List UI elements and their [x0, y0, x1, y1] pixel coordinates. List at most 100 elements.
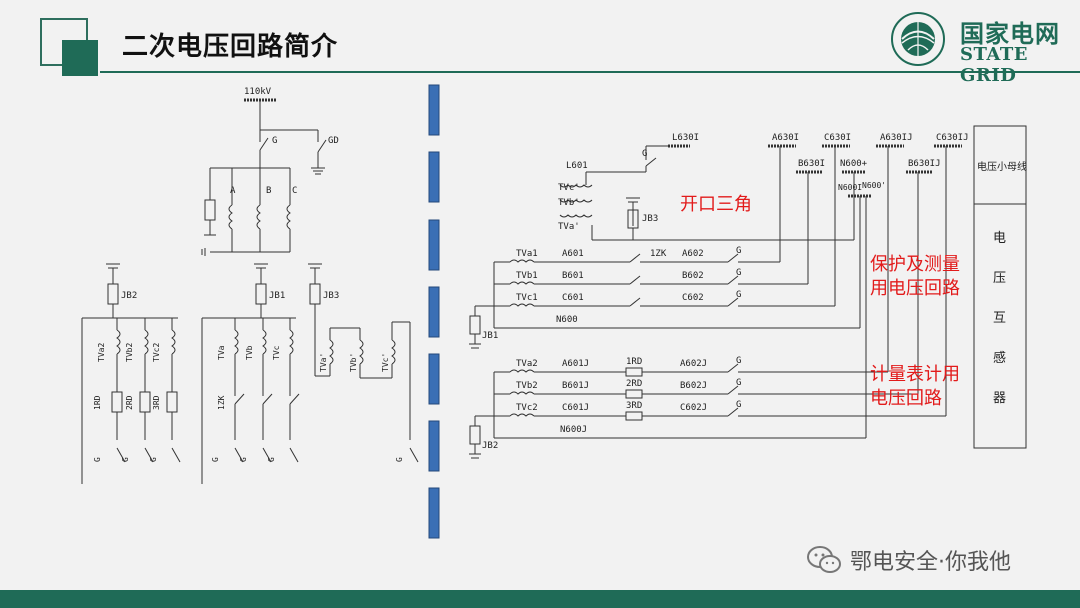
label-switch-g: G [272, 136, 277, 146]
label-c601: C601 [562, 293, 584, 303]
label-tvb-prime-left: TVb' [349, 353, 358, 372]
pt-char-4: 感 [993, 350, 1006, 366]
label-g-r1: G [736, 246, 741, 256]
label-g-6: G [267, 457, 276, 462]
wechat-icon [807, 546, 841, 573]
label-1zk-right: 1ZK [650, 249, 667, 259]
label-c602j: C602J [680, 403, 707, 413]
label-g-r4: G [736, 356, 741, 366]
title-divider [100, 71, 1080, 73]
label-tvc2-right: TVc2 [516, 403, 538, 413]
label-tva1: TVa1 [516, 249, 538, 259]
pt-char-1: 电 [993, 231, 1006, 246]
footer-bar [0, 590, 1080, 608]
label-1zk-left: 1ZK [217, 395, 226, 410]
label-g-r6: G [736, 400, 741, 410]
logo-text-en: STATE GRID [960, 44, 1029, 86]
label-a602: A602 [682, 249, 704, 259]
label-2rd-left: 2RD [125, 395, 134, 410]
label-c630ij: C630IJ [936, 133, 969, 143]
annotation-protection-line1: 保护及测量 [870, 254, 960, 275]
label-tvb-left: TVb [245, 345, 254, 360]
divider-blocks [428, 84, 440, 539]
label-g-1: G [93, 457, 102, 462]
label-tvb2-left: TVb2 [125, 343, 134, 362]
label-a602j: A602J [680, 359, 707, 369]
page-title: 二次电压回路简介 [122, 32, 339, 62]
label-g-7: G [395, 457, 404, 462]
label-n600-plus: N600+ [840, 159, 868, 169]
label-jb3-right: JB3 [642, 214, 658, 224]
label-g-3: G [149, 457, 158, 462]
label-tvc2-left: TVc2 [152, 343, 161, 362]
corner-decoration-fill [62, 40, 98, 76]
label-b602: B602 [682, 271, 704, 281]
label-3rd-right: 3RD [626, 401, 642, 411]
label-jb1-right: JB1 [482, 331, 498, 341]
label-b601j: B601J [562, 381, 589, 391]
label-tva-prime: TVa' [558, 222, 580, 232]
label-g-5: G [239, 457, 248, 462]
state-grid-emblem-icon [891, 12, 945, 66]
label-tvc1: TVc1 [516, 293, 538, 303]
label-g-4: G [211, 457, 220, 462]
label-tva-prime-left: TVa' [319, 353, 328, 372]
label-tvc-prime: TVc' [558, 183, 580, 193]
annotation-metering-line1: 计量表计用 [870, 364, 960, 385]
label-1rd-right: 1RD [626, 357, 642, 367]
watermark-text: 鄂电安全·你我他 [850, 550, 1011, 575]
label-tva2-right: TVa2 [516, 359, 538, 369]
label-110kv: 110kV [244, 87, 272, 97]
label-tvb-prime: TVb' [558, 198, 580, 208]
label-jb3-left: JB3 [323, 291, 339, 301]
label-g-right-top: G [642, 149, 647, 159]
label-tvb1: TVb1 [516, 271, 538, 281]
label-a601j: A601J [562, 359, 589, 369]
label-phase-a: A [230, 186, 236, 196]
label-n600j: N600J [560, 425, 587, 435]
state-grid-logo: 国家电网 STATE GRID [888, 10, 1068, 86]
annotation-open-delta: 开口三角 [680, 194, 752, 215]
label-b602j: B602J [680, 381, 707, 391]
label-tva2-left: TVa2 [97, 343, 106, 362]
label-tvc-prime-left: TVc' [381, 353, 390, 372]
pt-char-3: 互 [993, 311, 1006, 326]
label-phase-b: B [266, 186, 271, 196]
logo-text-cn: 国家电网 [960, 20, 1060, 48]
label-3rd-left: 3RD [152, 395, 161, 410]
label-1rd-left: 1RD [93, 395, 102, 410]
label-a630ij: A630IJ [880, 133, 913, 143]
pt-char-2: 压 [993, 271, 1006, 286]
label-g-r5: G [736, 378, 741, 388]
label-l630i: L630I [672, 133, 699, 143]
label-jb1-left: JB1 [269, 291, 285, 301]
label-tva-left: TVa [217, 345, 226, 360]
label-c602: C602 [682, 293, 704, 303]
label-b601: B601 [562, 271, 584, 281]
wechat-watermark: 鄂电安全·你我他 [806, 542, 1011, 578]
label-a601: A601 [562, 249, 584, 259]
label-l601: L601 [566, 161, 588, 171]
label-b630i: B630I [798, 159, 825, 169]
label-g-r2: G [736, 268, 741, 278]
label-2rd-right: 2RD [626, 379, 642, 389]
label-n600-prime: N600' [862, 181, 886, 190]
label-b630ij: B630IJ [908, 159, 941, 169]
label-switch-gd: GD [328, 136, 339, 146]
label-a630i: A630I [772, 133, 799, 143]
label-n600: N600 [556, 315, 578, 325]
label-tvc-left: TVc [272, 345, 281, 360]
label-jb2-right: JB2 [482, 441, 498, 451]
annotation-protection-line2: 用电压回路 [870, 278, 960, 299]
label-tvb2-right: TVb2 [516, 381, 538, 391]
pt-char-5: 器 [993, 391, 1006, 406]
label-jb2-left: JB2 [121, 291, 137, 301]
annotation-metering-line2: 电压回路 [870, 388, 942, 409]
label-g-2: G [121, 457, 130, 462]
label-n600i: N600I [838, 183, 862, 192]
label-c601j: C601J [562, 403, 589, 413]
label-g-r3: G [736, 290, 741, 300]
label-phase-c: C [292, 186, 297, 196]
